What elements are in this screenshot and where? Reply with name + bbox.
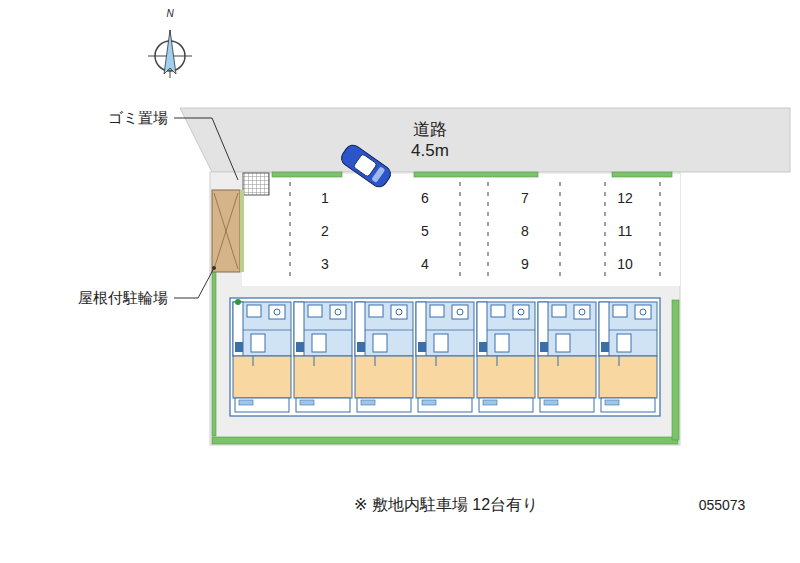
car-icon — [338, 142, 393, 190]
garbage-label: ゴミ置場 — [108, 109, 168, 126]
hedge — [212, 172, 679, 444]
parking-number: 11 — [618, 223, 633, 239]
apartment-building — [230, 298, 660, 416]
parking-number: 8 — [521, 223, 529, 239]
site-ground — [210, 172, 680, 445]
parking-number: 3 — [321, 256, 329, 272]
road-width: 4.5m — [405, 140, 455, 161]
parking-number: 9 — [521, 256, 529, 272]
parking-number: 4 — [421, 256, 429, 272]
compass-north: N — [166, 8, 173, 20]
parking-number: 7 — [521, 190, 529, 206]
bicycle-label: 屋根付駐輪場 — [78, 289, 168, 306]
parking-lines — [290, 182, 660, 278]
parking-number: 6 — [421, 190, 429, 206]
parking-number: 12 — [617, 190, 633, 206]
parking-note: ※ 敷地内駐車場 12台有り — [354, 496, 538, 514]
parking-area — [270, 174, 680, 286]
property-code: 055073 — [699, 497, 746, 513]
garbage-area — [243, 173, 269, 195]
compass — [148, 30, 192, 78]
leader-dot — [212, 266, 216, 270]
walkway — [242, 174, 270, 286]
road-name: 道路 — [405, 119, 455, 140]
road-band: 道路4.5m — [405, 119, 455, 162]
parking-number: 5 — [421, 223, 429, 239]
road-band — [180, 108, 790, 172]
parking-number: 10 — [617, 256, 633, 272]
leader-line — [174, 118, 238, 298]
parking-number: 2 — [321, 223, 329, 239]
bicycle-shelter — [212, 190, 244, 272]
parking-number: 1 — [321, 190, 329, 206]
